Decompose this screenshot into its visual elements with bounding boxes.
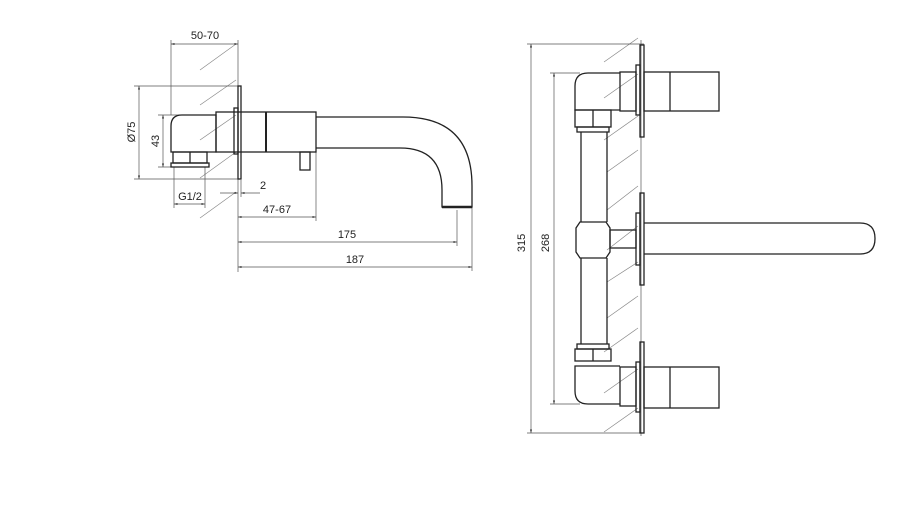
elbow-fitting bbox=[170, 114, 217, 153]
escutcheon-plate bbox=[237, 85, 242, 180]
front-view: 315 268 bbox=[516, 37, 876, 436]
spout bbox=[316, 116, 473, 208]
elbow-bottom bbox=[574, 365, 620, 405]
dim-total-height: 315 bbox=[516, 234, 528, 252]
faucet-front-body bbox=[574, 44, 876, 434]
elbow-top bbox=[574, 72, 620, 111]
spout-front bbox=[644, 222, 876, 255]
side-view: 50-70 Ø75 43 G1/2 2 47-67 175 187 bbox=[126, 30, 473, 272]
tee-fitting bbox=[575, 221, 611, 259]
dim-body-projection: 47-67 bbox=[263, 204, 291, 216]
wall-hatching bbox=[199, 43, 237, 219]
dim-thread: G1/2 bbox=[178, 191, 202, 203]
dim-handle-spacing: 268 bbox=[540, 234, 552, 252]
flange bbox=[170, 162, 210, 168]
dim-spout-reach: 175 bbox=[338, 229, 356, 241]
dim-escutcheon-diameter: Ø75 bbox=[126, 122, 138, 143]
extension-lines bbox=[134, 40, 473, 272]
handle-top bbox=[643, 71, 720, 112]
dimension-lines bbox=[529, 44, 556, 433]
faucet-side-body bbox=[170, 85, 473, 209]
dim-plate-thickness: 2 bbox=[260, 180, 266, 192]
dim-total-reach: 187 bbox=[346, 254, 364, 266]
dimension-lines bbox=[137, 42, 472, 269]
handle-bottom bbox=[643, 366, 720, 409]
dim-wall-depth: 50-70 bbox=[191, 30, 219, 42]
lever-pin bbox=[299, 151, 311, 171]
dim-body-height: 43 bbox=[150, 135, 162, 147]
extension-lines bbox=[527, 40, 644, 436]
wall-hatching bbox=[603, 37, 639, 433]
